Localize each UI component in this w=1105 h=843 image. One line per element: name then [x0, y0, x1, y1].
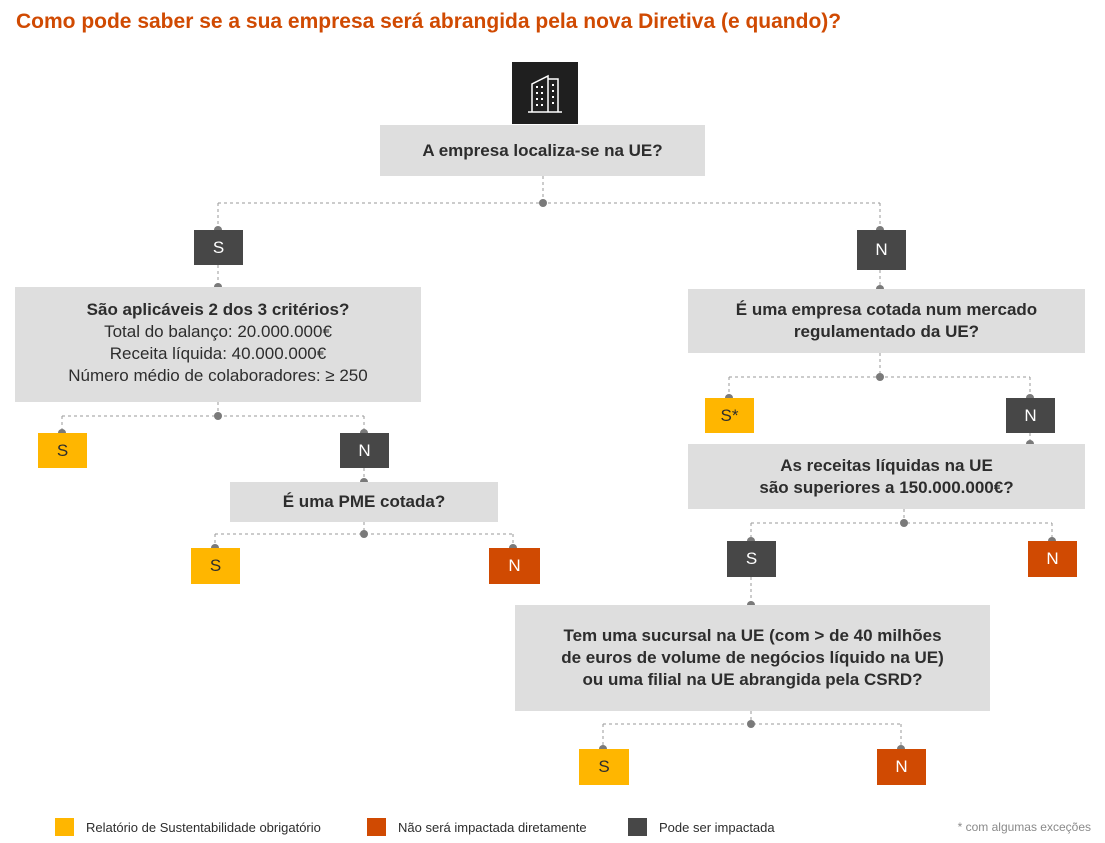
footnote: * com algumas exceções: [957, 820, 1091, 834]
question-text-line: É uma empresa cotada num mercado: [735, 300, 1038, 319]
criteria-revenue: Receita líquida: 40.000.000€: [109, 344, 327, 363]
legend-swatch-red: [367, 818, 386, 836]
page-title: Como pode saber se a sua empresa será ab…: [16, 10, 842, 33]
answer-no-criteria: N: [340, 433, 389, 468]
answer-no-listed-sme: N: [489, 548, 540, 584]
answer-yes-criteria: S: [38, 433, 87, 468]
legend-label: Relatório de Sustentabilidade obrigatóri…: [86, 819, 321, 835]
question-eu-revenue: As receitas líquidas na UE são superiore…: [688, 444, 1085, 509]
legend-may-be-impacted: Pode ser impactada: [628, 818, 775, 836]
question-text-line: regulamentado da UE?: [793, 322, 980, 341]
legend-swatch-dark: [628, 818, 647, 836]
building-icon: [512, 62, 578, 124]
question-criteria: São aplicáveis 2 dos 3 critérios? Total …: [15, 287, 421, 402]
criteria-balance: Total do balanço: 20.000.000€: [104, 322, 332, 341]
legend-not-impacted: Não será impactada diretamente: [367, 818, 587, 836]
answer-yes-eu: S: [194, 230, 243, 265]
question-branch-subsidiary: Tem uma sucursal na UE (com > de 40 milh…: [515, 605, 990, 711]
answer-no-revenue: N: [1028, 541, 1077, 577]
answer-yes-revenue: S: [727, 541, 776, 577]
answer-yes-branch: S: [579, 749, 629, 785]
question-text-line: ou uma filial na UE abrangida pela CSRD?: [582, 670, 923, 689]
answer-no-branch: N: [877, 749, 926, 785]
question-located-in-eu: A empresa localiza-se na UE?: [380, 125, 705, 176]
question-text-line: Tem uma sucursal na UE (com > de 40 milh…: [563, 626, 942, 645]
answer-no-listed-eu: N: [1006, 398, 1055, 433]
question-listed-sme: É uma PME cotada?: [230, 482, 498, 522]
legend-swatch-yellow: [55, 818, 74, 836]
question-text: São aplicáveis 2 dos 3 critérios?: [86, 300, 350, 319]
legend-label: Pode ser impactada: [659, 819, 775, 835]
answer-no-eu: N: [857, 230, 906, 270]
question-text: A empresa localiza-se na UE?: [422, 140, 663, 160]
legend-mandatory: Relatório de Sustentabilidade obrigatóri…: [55, 818, 321, 836]
question-text: É uma PME cotada?: [282, 492, 446, 511]
question-text-line: são superiores a 150.000.000€?: [759, 477, 1014, 497]
question-text-line: As receitas líquidas na UE: [780, 455, 993, 475]
answer-yes-listed-eu: S*: [705, 398, 754, 433]
question-text-line: de euros de volume de negócios líquido n…: [561, 648, 944, 667]
criteria-employees: Número médio de colaboradores: ≥ 250: [68, 366, 368, 385]
question-listed-eu-market: É uma empresa cotada num mercado regulam…: [688, 289, 1085, 353]
legend-label: Não será impactada diretamente: [398, 819, 587, 835]
answer-yes-listed-sme: S: [191, 548, 240, 584]
